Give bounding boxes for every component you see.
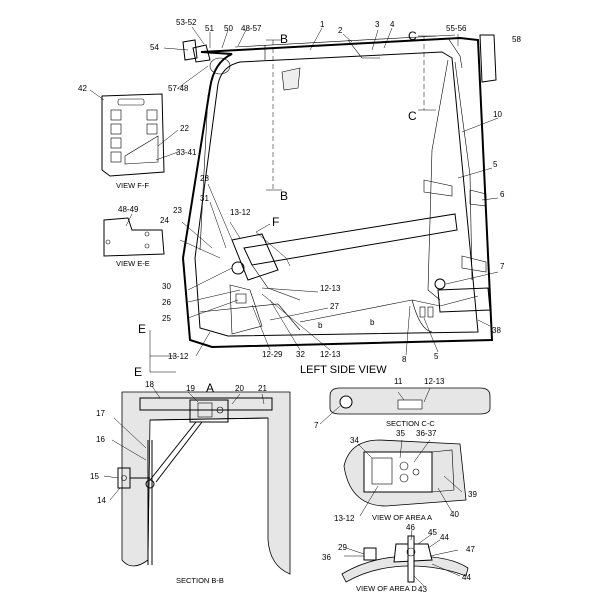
- callout-17: 17: [96, 409, 105, 418]
- callout-48-57: 48-57: [241, 24, 262, 33]
- b-mark: b: [370, 318, 375, 327]
- callout-6: 6: [500, 190, 505, 199]
- callout-20: 20: [235, 384, 244, 393]
- callout-32: 32: [296, 350, 305, 359]
- marker-e-top: E: [138, 322, 146, 336]
- callout-19: 19: [186, 384, 195, 393]
- callout-51: 51: [205, 24, 214, 33]
- callout-2: 2: [338, 26, 343, 35]
- callout-57-48: 57-48: [168, 84, 189, 93]
- callout-40: 40: [450, 510, 459, 519]
- title-left-side-view: LEFT SIDE VIEW: [300, 364, 387, 376]
- callout-24: 24: [160, 216, 169, 225]
- callout-35: 35: [396, 429, 405, 438]
- title-view-area-a: VIEW OF AREA A: [372, 513, 432, 522]
- view-ff: [89, 89, 179, 177]
- inline-marks: b b: [318, 318, 375, 330]
- callout-13-12c: 13-12: [334, 514, 355, 523]
- marker-c-top: C: [408, 29, 417, 43]
- callout-43: 43: [418, 585, 427, 594]
- callout-21: 21: [258, 384, 267, 393]
- callout-46: 46: [406, 523, 415, 532]
- callout-36-37: 36-37: [416, 429, 437, 438]
- callout-12-13b: 12-13: [320, 350, 341, 359]
- marker-c-mid: C: [408, 109, 417, 123]
- callout-50: 50: [224, 24, 233, 33]
- left-side-view: [149, 34, 497, 373]
- section-bb: [103, 385, 291, 575]
- callout-44b: 44: [462, 573, 471, 582]
- title-view-ee: VIEW E-E: [116, 259, 150, 268]
- title-section-bb: SECTION B-B: [176, 576, 224, 585]
- callout-53-52: 53-52: [176, 18, 197, 27]
- callout-1: 1: [320, 20, 325, 29]
- callout-12-13a: 12-13: [320, 284, 341, 293]
- title-view-area-d: VIEW OF AREA D: [356, 584, 417, 593]
- callout-5a: 5: [493, 160, 498, 169]
- callout-5b: 5: [434, 352, 439, 361]
- marker-a: A: [206, 381, 214, 395]
- leader-lines: [163, 26, 499, 357]
- callout-3: 3: [375, 20, 380, 29]
- title-section-cc: SECTION C-C: [386, 419, 435, 428]
- callout-39: 39: [468, 490, 477, 499]
- section-markers: B B C C F E E A: [134, 29, 417, 395]
- marker-b-top: B: [280, 32, 288, 46]
- callout-47: 47: [466, 545, 475, 554]
- callout-38: 38: [492, 326, 501, 335]
- callout-28: 28: [200, 174, 209, 183]
- marker-f: F: [272, 215, 279, 229]
- title-view-ff: VIEW F-F: [116, 181, 149, 190]
- callout-27: 27: [330, 302, 339, 311]
- callout-54: 54: [150, 43, 159, 52]
- callout-30: 30: [162, 282, 171, 291]
- callout-7a: 7: [500, 262, 505, 271]
- marker-e-bottom: E: [134, 365, 142, 379]
- callout-16: 16: [96, 435, 105, 444]
- callout-29: 29: [338, 543, 347, 552]
- marker-b-mid: B: [280, 189, 288, 203]
- b-mark: b: [318, 321, 323, 330]
- callout-11: 11: [394, 377, 403, 386]
- callout-31: 31: [200, 194, 209, 203]
- view-ee: [103, 213, 165, 257]
- callout-8: 8: [402, 355, 407, 364]
- callout-36: 36: [322, 553, 331, 562]
- callout-55-56: 55-56: [446, 24, 467, 33]
- callout-44a: 44: [440, 533, 449, 542]
- callout-15: 15: [90, 472, 99, 481]
- callout-10: 10: [493, 110, 502, 119]
- callout-18: 18: [145, 380, 154, 389]
- view-area-a: [343, 439, 467, 517]
- callout-22: 22: [180, 124, 189, 133]
- callout-26: 26: [162, 298, 171, 307]
- callout-12-29: 12-29: [262, 350, 283, 359]
- view-titles: LEFT SIDE VIEW VIEW F-F VIEW E-E SECTION…: [116, 181, 435, 593]
- callout-12-13c: 12-13: [424, 377, 445, 386]
- callout-4: 4: [390, 20, 395, 29]
- callout-42: 42: [78, 84, 87, 93]
- view-area-d: [341, 529, 469, 587]
- callout-14: 14: [97, 496, 106, 505]
- callouts: 53-52 51 50 48-57 1 2 3 4 55-56 58 54 57…: [78, 18, 521, 594]
- callout-33-41: 33-41: [176, 148, 197, 157]
- callout-13-12a: 13-12: [230, 208, 251, 217]
- callout-23: 23: [173, 206, 182, 215]
- callout-45: 45: [428, 528, 437, 537]
- callout-25: 25: [162, 314, 171, 323]
- callout-34: 34: [350, 436, 359, 445]
- callout-13-12b: 13-12: [168, 352, 189, 361]
- section-cc: [319, 387, 491, 425]
- callout-58: 58: [512, 35, 521, 44]
- callout-48-49: 48-49: [118, 205, 139, 214]
- callout-7b: 7: [314, 421, 319, 430]
